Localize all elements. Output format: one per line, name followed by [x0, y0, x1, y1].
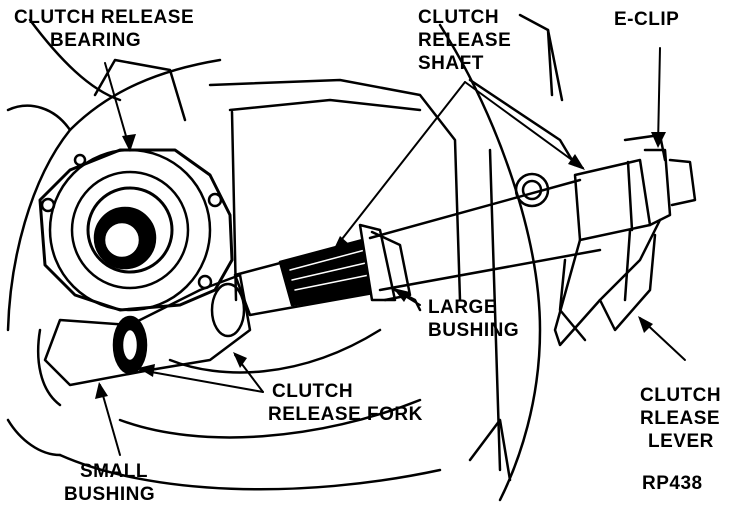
label-small-bushing: SMALL BUSHING	[64, 460, 155, 506]
release-bearing	[38, 148, 234, 312]
label-line: RELEASE	[418, 30, 512, 51]
label-line: CLUTCH	[640, 385, 722, 406]
label-line: BEARING	[50, 30, 142, 51]
label-line: CLUTCH	[418, 7, 500, 28]
label-line: LEVER	[648, 431, 714, 452]
label-line: BUSHING	[64, 484, 156, 505]
label-line: LARGE	[428, 297, 497, 318]
release-lever	[553, 218, 662, 347]
release-fork	[36, 273, 252, 407]
label-clutch-release-shaft: CLUTCH RELEASE SHAFT	[418, 6, 511, 75]
housing-hole-inner	[521, 179, 543, 201]
label-large-bushing: LARGE BUSHING	[428, 296, 519, 342]
label-e-clip: E-CLIP	[614, 9, 680, 30]
figure-code: RP438	[642, 473, 703, 494]
arrowheads	[95, 132, 666, 399]
label-line: BUSHING	[428, 320, 520, 341]
label-line: RELEASE FORK	[268, 404, 423, 425]
transmission-case	[6, 18, 462, 491]
label-clutch-release-lever: CLUTCH RLEASE LEVER	[640, 384, 721, 453]
label-line: CLUTCH	[272, 381, 354, 402]
release-shaft	[233, 133, 697, 317]
label-line: RLEASE	[640, 408, 721, 429]
label-clutch-release-bearing: CLUTCH RELEASE BEARING	[14, 6, 194, 52]
label-clutch-release-fork: CLUTCH RELEASE FORK	[268, 380, 423, 426]
label-line: CLUTCH RELEASE	[14, 7, 195, 28]
label-line: SMALL	[80, 461, 148, 482]
label-line: SHAFT	[418, 53, 484, 74]
